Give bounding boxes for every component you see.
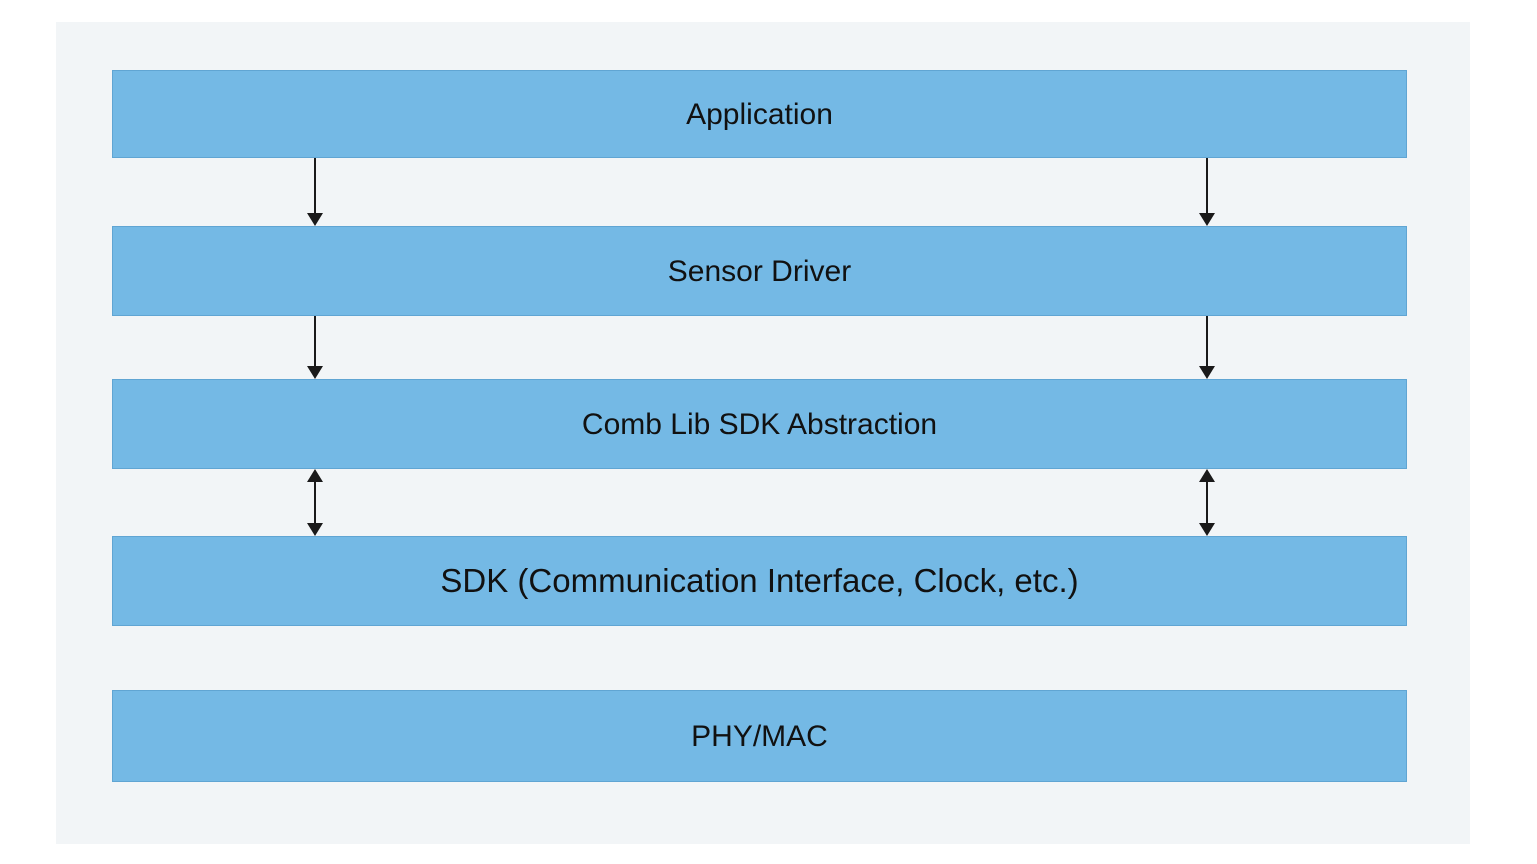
arrow-shaft (1206, 158, 1208, 215)
arrowhead-down (1199, 213, 1215, 226)
arrowhead-down (307, 523, 323, 536)
layer-sensor-driver: Sensor Driver (112, 226, 1407, 316)
layer-sensor-driver-label: Sensor Driver (667, 254, 852, 288)
layer-phy-mac-label: PHY/MAC (691, 719, 828, 753)
layer-application-label: Application (686, 97, 833, 131)
layer-sdk: SDK (Communication Interface, Clock, etc… (112, 536, 1407, 626)
arrowhead-down (1199, 366, 1215, 379)
layer-application: Application (112, 70, 1407, 158)
down-arrow-icon (307, 158, 323, 226)
arrowhead-down (307, 366, 323, 379)
layer-comb-lib-sdk-abstraction-label: Comb Lib SDK Abstraction (581, 407, 938, 441)
arrow-shaft (314, 480, 316, 525)
arrow-shaft (314, 158, 316, 215)
diagram-panel: Application Sensor Driver Comb Lib SDK A… (56, 22, 1470, 844)
arrowhead-down (307, 213, 323, 226)
arrowhead-down (1199, 523, 1215, 536)
arrowhead-up (307, 469, 323, 482)
down-arrow-icon (307, 316, 323, 379)
arrow-shaft (314, 316, 316, 368)
layer-sdk-label: SDK (Communication Interface, Clock, etc… (440, 561, 1079, 599)
bidirectional-arrow-icon (307, 469, 323, 536)
arrowhead-up (1199, 469, 1215, 482)
arrow-shaft (1206, 316, 1208, 368)
layer-comb-lib-sdk-abstraction: Comb Lib SDK Abstraction (112, 379, 1407, 469)
down-arrow-icon (1199, 158, 1215, 226)
layer-phy-mac: PHY/MAC (112, 690, 1407, 782)
arrow-shaft (1206, 480, 1208, 525)
down-arrow-icon (1199, 316, 1215, 379)
bidirectional-arrow-icon (1199, 469, 1215, 536)
